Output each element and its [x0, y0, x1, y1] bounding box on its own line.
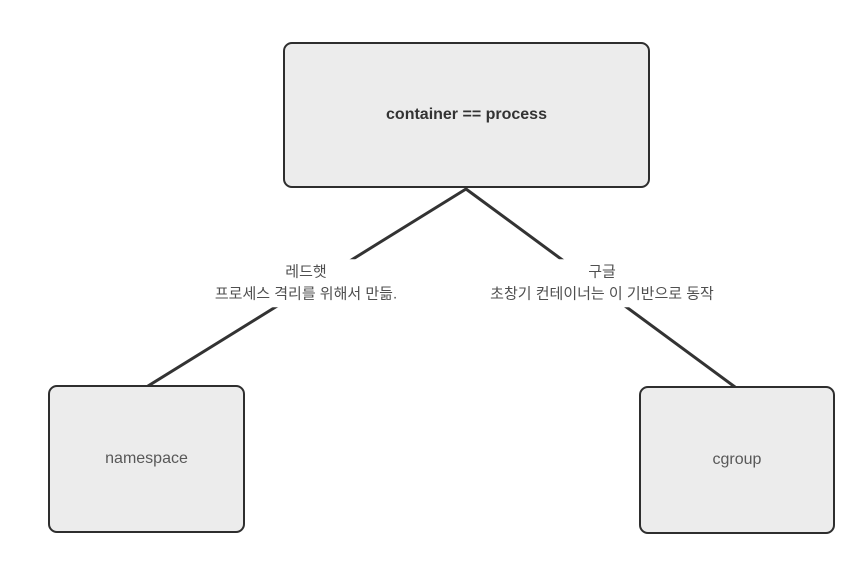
edge-label-redhat-description: 프로세스 격리를 위해서 만듦.	[214, 285, 398, 302]
edge-label-google-title: 구글	[588, 263, 616, 281]
node-container-process: container == process	[283, 42, 650, 188]
edge-label-redhat: 레드햇 프로세스 격리를 위해서 만듦.	[209, 259, 403, 307]
node-cgroup-label: cgroup	[712, 451, 762, 468]
node-namespace: namespace	[48, 385, 245, 533]
node-cgroup: cgroup	[639, 386, 835, 534]
node-namespace-label: namespace	[105, 450, 188, 467]
node-container-process-label: container == process	[386, 106, 547, 123]
edge-label-google: 구글 초창기 컨테이너는 이 기반으로 동작	[485, 259, 719, 307]
edge-label-redhat-title: 레드햇	[285, 263, 327, 281]
edge-label-google-description: 초창기 컨테이너는 이 기반으로 동작	[490, 285, 714, 302]
